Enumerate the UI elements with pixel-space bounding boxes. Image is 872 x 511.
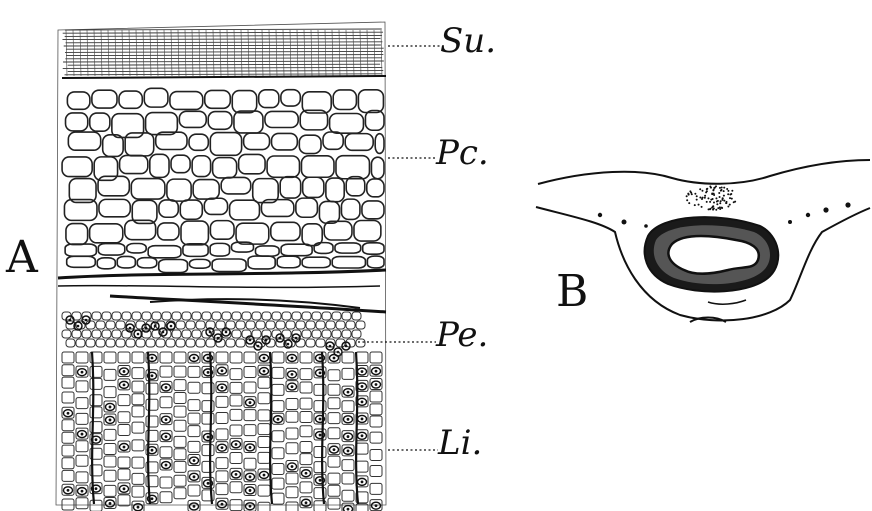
- layer-label-pc: Pc.: [388, 133, 489, 173]
- label-su: Su.: [440, 21, 496, 61]
- layer-label-pe: Pe.: [358, 315, 488, 355]
- label-pe: Pe.: [435, 315, 488, 355]
- layer-label-li: Li.: [388, 423, 482, 463]
- collenchyma-dots: [686, 185, 736, 210]
- layer-label-su: Su.: [388, 21, 496, 61]
- label-li: Li.: [437, 423, 482, 463]
- boundary-lines: [58, 270, 386, 312]
- parenchyma-layer: [62, 88, 384, 272]
- pericycle-layer: [62, 312, 365, 356]
- liber-layer: [62, 352, 382, 511]
- suber-layer: [62, 29, 386, 78]
- panel-a-section: [56, 22, 386, 511]
- panel-b-label: B: [556, 266, 588, 317]
- panel-a-label: A: [5, 232, 39, 283]
- pith-cavity: [668, 236, 758, 274]
- label-pc: Pc.: [435, 133, 489, 173]
